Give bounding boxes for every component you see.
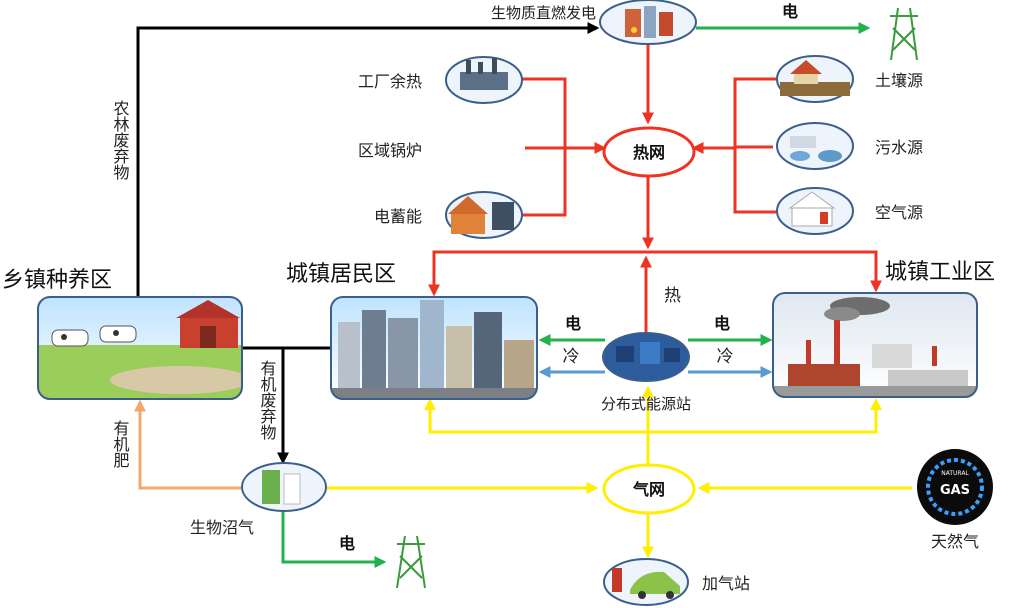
electricity-bottom-label: 电 (339, 534, 355, 553)
waste-flows (136, 22, 600, 465)
natural-gas-node: NATURAL GAS 天然气 (917, 449, 993, 551)
urban-industrial-label: 城镇工业区 (885, 260, 995, 285)
heat-network-node: 热网 (602, 126, 696, 178)
heat-label: 热 (664, 286, 681, 306)
agri-forest-waste-line (136, 22, 600, 296)
soil-source-label: 土壤源 (875, 71, 923, 90)
natural-gas-label: 天然气 (931, 532, 979, 551)
biomass-plant-node: 生物质直燃发电 (491, 0, 697, 45)
sewage-source-label: 污水源 (875, 138, 923, 157)
electricity-left-label: 电 (565, 314, 581, 333)
power-tower-top-icon (890, 7, 918, 61)
gas-flows (327, 385, 912, 559)
air-source-node: 空气源 (776, 187, 923, 235)
air-source-label: 空气源 (875, 203, 923, 222)
organic-fertilizer-line (134, 399, 241, 490)
gas-station-node: 加气站 (603, 558, 750, 606)
factory-heat-label: 工厂余热 (358, 72, 422, 91)
urban-residential-label: 城镇居民区 (286, 262, 396, 287)
cold-left-label: 冷 (563, 347, 580, 367)
heat-flows (428, 44, 882, 336)
heat-network-label: 热网 (633, 143, 665, 162)
biomass-plant-label: 生物质直燃发电 (491, 4, 596, 22)
cold-right-label: 冷 (717, 347, 734, 367)
distributed-station-label: 分布式能源站 (601, 395, 691, 413)
power-tower-bottom-icon (396, 535, 426, 589)
urban-industrial-node: 城镇工业区 (772, 260, 995, 398)
rural-area-node: 乡镇种养区 (2, 268, 243, 400)
electric-storage-label: 电蓄能 (374, 207, 422, 226)
district-boiler-label: 区域锅炉 (358, 141, 422, 160)
distributed-station-node: 分布式能源站 (601, 332, 691, 413)
organic-fertilizer-label: 有机肥 (111, 420, 130, 469)
electricity-flows (281, 22, 871, 568)
natural-gas-logo-top: NATURAL (941, 470, 969, 477)
electricity-top-label: 电 (782, 2, 798, 21)
gas-station-label: 加气站 (702, 574, 750, 593)
factory-heat-node: 工厂余热 (358, 56, 523, 104)
electricity-right-label: 电 (714, 314, 730, 333)
soil-source-node: 土壤源 (776, 55, 923, 103)
biogas-label: 生物沼气 (190, 518, 254, 537)
gas-network-node: 气网 (602, 463, 696, 515)
organic-waste-label: 有机废弃物 (258, 360, 277, 441)
biogas-node: 生物沼气 (190, 462, 327, 537)
gas-network-label: 气网 (632, 480, 665, 499)
urban-residential-node: 城镇居民区 (286, 262, 538, 400)
sewage-source-node: 污水源 (776, 122, 923, 170)
rural-area-label: 乡镇种养区 (2, 268, 112, 293)
electric-storage-node: 电蓄能 (374, 191, 523, 239)
agri-forest-waste-label: 农林废弃物 (111, 100, 130, 181)
natural-gas-logo-main: GAS (940, 483, 970, 498)
